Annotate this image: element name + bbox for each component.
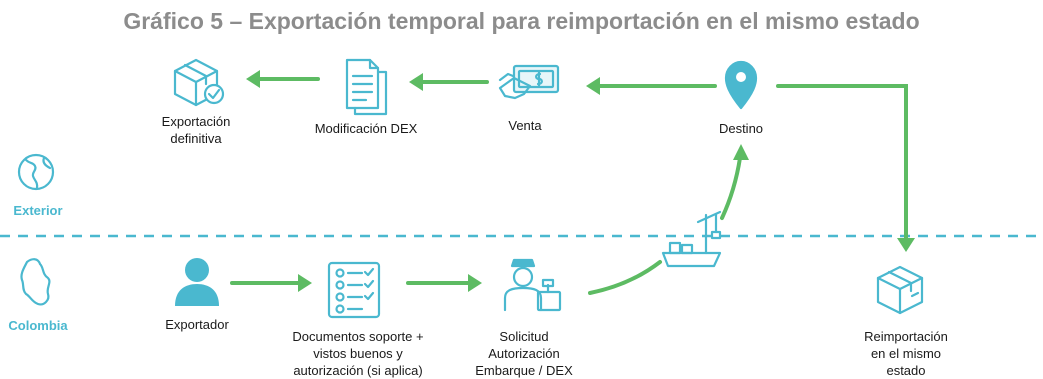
node-reimportacion-label: Reimportación en el mismo estado — [864, 329, 948, 378]
arrowhead-modificacion — [409, 73, 423, 91]
arrowhead-destino — [733, 144, 749, 160]
arrowhead-venta — [586, 77, 600, 95]
arrowhead-reimportacion — [897, 238, 915, 252]
colombia-map-icon — [20, 258, 51, 306]
customs-officer-icon — [503, 258, 562, 312]
person-icon — [175, 258, 219, 306]
arrow-destino-to-reimportacion — [776, 84, 908, 242]
region-label-exterior: Exterior — [13, 203, 63, 218]
node-solicitud-label: Solicitud Autorización Embarque / DEX — [475, 329, 573, 378]
box-check-icon — [173, 58, 225, 107]
arrow-solicitud-to-ship — [588, 260, 662, 295]
arrowhead-exportacion — [246, 70, 260, 88]
diagram-title: Gráfico 5 – Exportación temporal para re… — [123, 8, 920, 34]
arrow-ship-to-destino — [720, 156, 742, 220]
node-exportacion-definitiva-label: Exportación definitiva — [161, 114, 231, 146]
node-documentos-label: Documentos soporte + vistos buenos y aut… — [292, 329, 424, 378]
documents-icon — [345, 58, 388, 116]
node-modificacion-dex-label: Modificación DEX — [314, 121, 418, 136]
arrowhead-solicitud — [468, 274, 482, 292]
globe-icon — [17, 153, 55, 191]
node-exportador-label: Exportador — [165, 317, 229, 332]
money-hand-icon — [498, 64, 560, 100]
ship-crane-icon — [661, 210, 722, 268]
region-label-colombia: Colombia — [8, 318, 68, 333]
open-box-icon — [876, 265, 924, 315]
checklist-icon — [327, 261, 381, 319]
node-venta-label: Venta — [508, 118, 542, 133]
location-pin-icon — [724, 60, 758, 110]
node-destino-label: Destino — [718, 121, 764, 136]
arrowhead-documentos — [298, 274, 312, 292]
